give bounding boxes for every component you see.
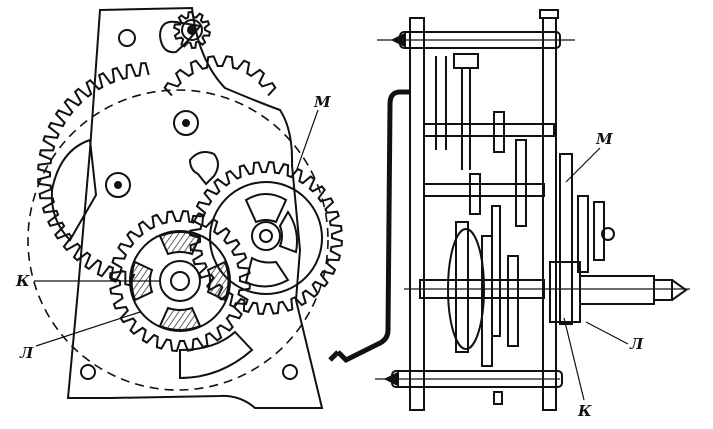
- side-nut: [601, 227, 615, 241]
- side-gear: [507, 255, 519, 347]
- output-shaft: [579, 275, 655, 305]
- callout-k-front: К: [16, 272, 30, 290]
- outer-gear-m: [559, 153, 573, 325]
- winding-rod: [336, 89, 410, 364]
- callout-l-front: Л: [20, 344, 34, 362]
- lever-block: [453, 53, 479, 69]
- side-gear: [455, 221, 469, 353]
- leader-l-left: [35, 311, 141, 347]
- gear-l-spoke: [206, 260, 230, 302]
- gear-m-axle: [259, 229, 273, 243]
- mounting-hole: [80, 364, 96, 380]
- side-gear: [515, 139, 527, 227]
- large-wheel-spoke-window: [50, 138, 98, 242]
- leader-k-right: [563, 317, 585, 401]
- leader-m-right: [565, 147, 601, 183]
- outer-bush: [549, 261, 581, 323]
- side-gear: [481, 235, 493, 367]
- spring-barrel: [447, 228, 485, 350]
- lower-wheel-window: [179, 330, 254, 380]
- top-pinion: [172, 10, 212, 50]
- output-shaft-tip: [653, 279, 673, 301]
- hidden-wheel-outline: [27, 89, 329, 391]
- back-plate: [542, 17, 557, 411]
- pivot-point: [383, 371, 399, 387]
- top-screw: [539, 9, 559, 19]
- leader-m-left: [295, 109, 319, 173]
- pivot-point: [390, 32, 406, 48]
- output-shaft-point: [671, 279, 688, 301]
- frame-plate: [66, 6, 324, 409]
- pivot-dot: [182, 119, 190, 127]
- top-lever: [435, 56, 447, 150]
- callout-k-side: К: [578, 402, 592, 420]
- shaft-2: [423, 183, 545, 197]
- arc-gear-segment: [163, 55, 277, 97]
- winding-rod-tip: [328, 350, 340, 362]
- gear-l-spoke: [158, 306, 202, 331]
- gear-arc-teeth: [163, 55, 277, 97]
- leader-l-right: [585, 321, 629, 345]
- click-pawl: [188, 151, 219, 186]
- side-gear: [491, 205, 501, 337]
- gear-l-spoke: [158, 231, 202, 256]
- large-wheel-left: [37, 62, 150, 287]
- shaft-1: [423, 123, 555, 137]
- side-gear: [493, 111, 505, 153]
- bottom-screw: [493, 391, 503, 405]
- top-pinion-axle: [187, 25, 197, 35]
- gear-m-window: [244, 193, 288, 224]
- pinion-k-axle: [170, 271, 190, 291]
- front-view: [27, 6, 343, 409]
- gear-m-rim: [209, 181, 323, 295]
- gear-top-teeth: [172, 10, 212, 50]
- mounting-hole: [118, 29, 136, 47]
- callout-m-side: М: [596, 130, 613, 148]
- gear-m-window: [278, 210, 298, 254]
- gear-big-left-teeth: [37, 62, 150, 287]
- pivot-dot: [114, 181, 122, 189]
- gear-m-window: [244, 256, 290, 288]
- pivot-hole: [173, 110, 199, 136]
- callout-m-front: М: [314, 93, 331, 111]
- lever-arm: [461, 68, 471, 170]
- top-pinion-hub: [181, 19, 203, 41]
- outer-gear: [593, 201, 605, 261]
- mounting-hole: [282, 364, 298, 380]
- front-plate: [409, 17, 425, 411]
- frame-cutout: [158, 20, 202, 54]
- outer-gear: [577, 195, 589, 273]
- side-view: [328, 9, 690, 411]
- pinion-k: [159, 260, 201, 302]
- gear-m-hub: [251, 221, 281, 251]
- pivot-hole: [105, 172, 131, 198]
- callout-l-side: Л: [630, 335, 644, 353]
- side-gear: [469, 173, 481, 215]
